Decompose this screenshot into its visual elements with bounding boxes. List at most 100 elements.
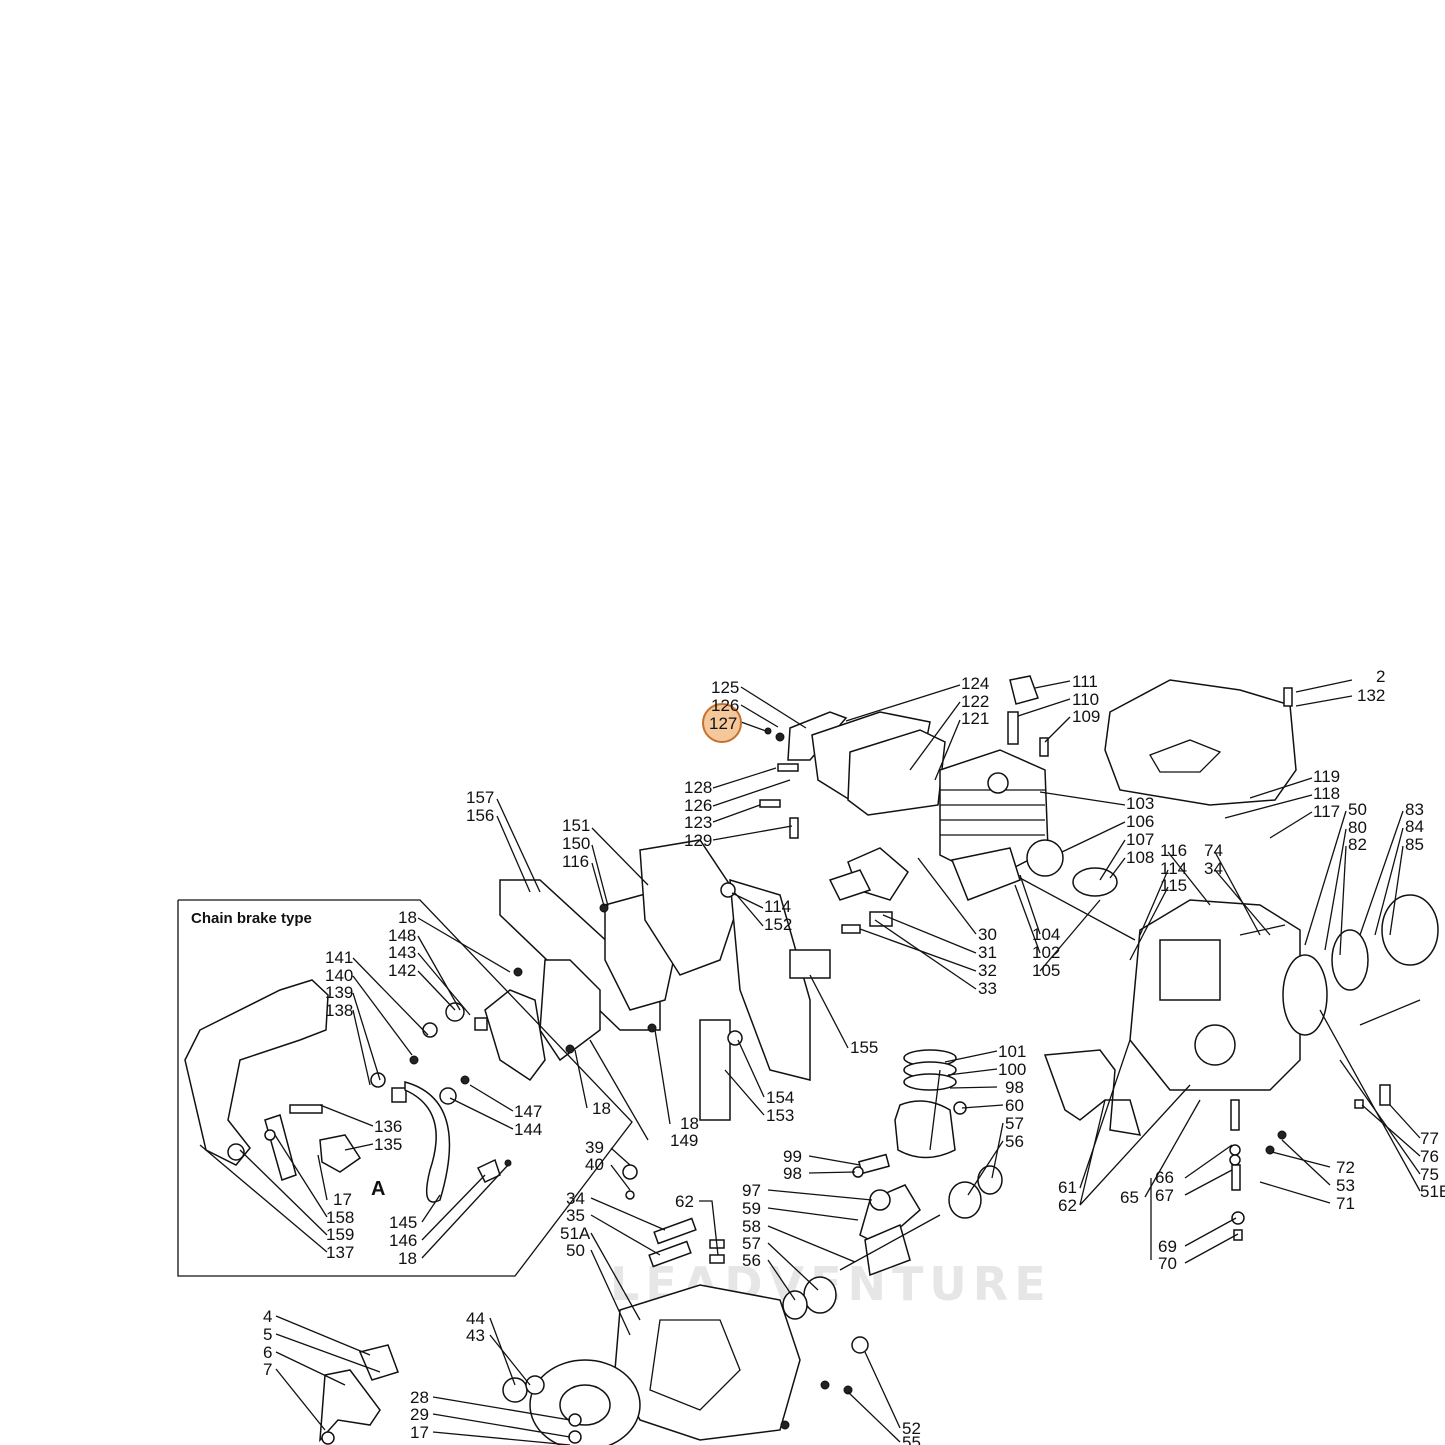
part-label: 98 [1005,1078,1024,1097]
part-label: 43 [466,1326,485,1345]
flywheel [502,1359,641,1445]
muffler-assembly [759,711,946,839]
part-label: 6 [263,1343,272,1362]
part-label: 105 [1032,961,1060,980]
spark-plug-and-cap [1007,675,1049,757]
section-letter: A [371,1178,385,1200]
crankcase-right [1129,894,1439,1109]
part-label: 59 [742,1199,761,1218]
piston-and-rings [852,1049,967,1178]
part-label: 18 [398,908,417,927]
part-label: 51B [1420,1182,1445,1201]
crankshaft-and-bearings [782,1165,1003,1320]
part-label: 135 [374,1135,402,1154]
part-label: 80 [1348,818,1367,837]
part-label: 107 [1126,830,1154,849]
part-label: 53 [1336,1176,1355,1195]
part-label: 140 [325,966,353,985]
crankcase-left [614,1164,869,1441]
part-label: 142 [388,961,416,980]
part-label: 121 [961,709,989,728]
part-label: 44 [466,1309,485,1328]
part-label-highlighted: 127 [709,714,737,733]
part-label: 33 [978,979,997,998]
part-label: 77 [1420,1129,1439,1148]
part-label: 50 [1348,800,1367,819]
part-label: 132 [1357,686,1385,705]
part-label: 119 [1313,767,1340,786]
part-label: 136 [374,1117,402,1136]
part-label: 116 [562,852,589,871]
part-label: 159 [326,1225,354,1244]
part-label: 70 [1158,1254,1177,1273]
part-label: 108 [1126,848,1154,867]
part-label: 156 [466,806,494,825]
part-label: 50 [566,1241,585,1260]
part-label: 152 [764,915,792,934]
part-label: 51A [560,1224,591,1243]
part-label: 62 [1058,1196,1077,1215]
part-label: 145 [389,1213,417,1232]
part-label: 69 [1158,1237,1177,1256]
part-label: 146 [389,1231,417,1250]
part-label: 111 [1072,672,1098,691]
part-label: 98 [783,1164,802,1183]
part-label: 34 [1204,859,1223,878]
part-label: 153 [766,1106,794,1125]
part-label: 62 [675,1192,694,1211]
part-label: 126 [711,696,739,715]
part-labels: 125 126 127 124 122 121 111 110 109 2 13… [263,667,1445,1445]
crankcase-gasket [1043,1049,1142,1136]
part-label: 104 [1032,925,1060,944]
part-label: 158 [326,1208,354,1227]
part-label: 60 [1005,1096,1024,1115]
part-label: 2 [1376,667,1385,686]
part-label: 143 [388,943,416,962]
part-label: 74 [1204,841,1223,860]
part-label: 97 [742,1181,761,1200]
part-label: 123 [684,813,712,832]
part-label: 149 [670,1131,698,1150]
part-label: 116 [1160,841,1187,860]
part-label: 57 [742,1234,761,1253]
carburetor-and-intake [828,839,1136,941]
part-label: 144 [514,1120,542,1139]
part-label: 147 [514,1102,542,1121]
handle-parts-lower-left [319,1344,399,1445]
part-label: 71 [1336,1194,1355,1213]
part-label: 100 [998,1060,1026,1079]
leader-lines [199,679,1421,1445]
part-label: 157 [466,788,494,807]
chain-guide-and-plates [499,839,831,1121]
part-label: 52 [902,1419,921,1438]
part-label: 137 [326,1243,354,1262]
part-label: 66 [1155,1168,1174,1187]
part-label: 75 [1420,1165,1439,1184]
part-label: 61 [1058,1178,1077,1197]
part-label: 109 [1072,707,1100,726]
part-label: 72 [1336,1158,1355,1177]
part-label: 122 [961,692,989,711]
part-label: 115 [1160,876,1187,895]
part-label: 29 [410,1405,429,1424]
part-label: 17 [410,1423,429,1442]
part-label: 76 [1420,1147,1439,1166]
part-label: 32 [978,961,997,980]
part-label: 65 [1120,1188,1139,1207]
part-label: 151 [562,816,590,835]
top-cover [1104,679,1297,806]
part-label: 85 [1405,835,1424,854]
part-label: 155 [850,1038,878,1057]
part-label: 118 [1313,784,1340,803]
part-label: 101 [998,1042,1026,1061]
part-label: 55 [902,1433,921,1445]
part-label: 40 [585,1155,604,1174]
part-label: 128 [684,778,712,797]
part-label: 7 [263,1360,272,1379]
part-label: 83 [1405,800,1424,819]
part-label: 84 [1405,817,1424,836]
part-label: 17 [333,1190,352,1209]
part-label: 99 [783,1147,802,1166]
highlight-marker [702,703,742,743]
part-label: 31 [978,943,997,962]
